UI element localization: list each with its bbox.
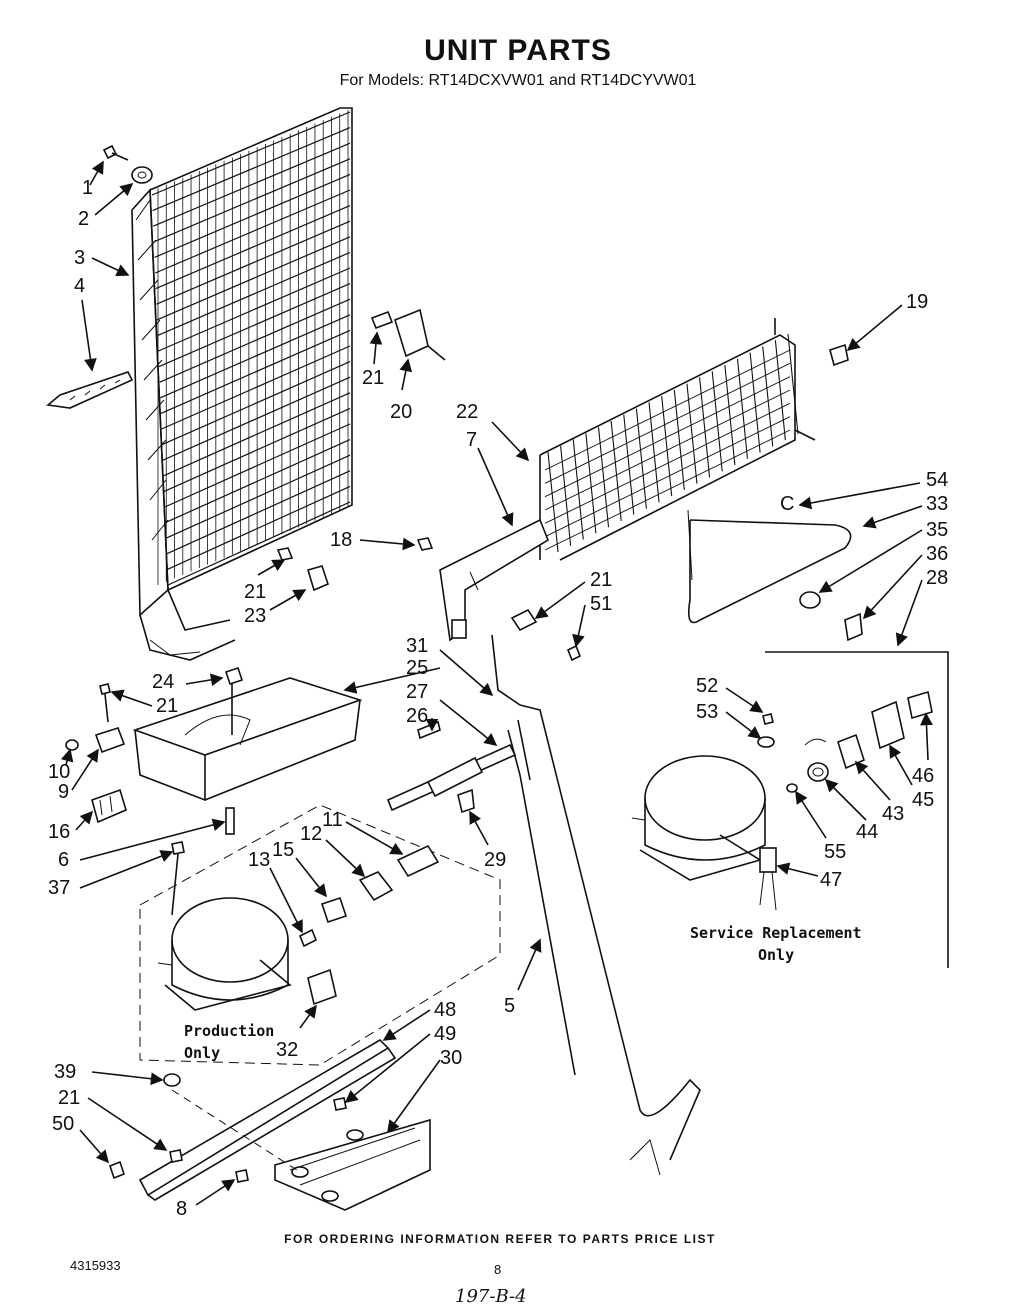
grommet-39 bbox=[163, 1073, 181, 1087]
callout-4: 4 bbox=[74, 275, 85, 297]
callout-27: 27 bbox=[406, 681, 428, 703]
callout-1: 1 bbox=[82, 177, 93, 199]
callout-29: 29 bbox=[484, 849, 506, 871]
svg-text:C: C bbox=[780, 493, 794, 515]
callout-9: 9 bbox=[58, 781, 69, 803]
clip-51 bbox=[510, 608, 582, 662]
callout-24: 24 bbox=[152, 671, 174, 693]
callout-16: 16 bbox=[48, 821, 70, 843]
drain-pan-25 bbox=[132, 666, 363, 802]
callout-21c: 21 bbox=[244, 581, 266, 603]
clip-4 bbox=[46, 371, 134, 409]
callout-6: 6 bbox=[58, 849, 69, 871]
callout-2: 2 bbox=[78, 208, 89, 230]
callout-21e: 21 bbox=[58, 1087, 80, 1109]
callout-20: 20 bbox=[390, 401, 412, 423]
callout-50: 50 bbox=[52, 1113, 74, 1135]
callout-36: 36 bbox=[926, 543, 948, 565]
service-replacement-group bbox=[631, 651, 949, 968]
leader-lines bbox=[60, 160, 933, 1206]
callout-51: 21 bbox=[590, 569, 612, 591]
evaporator-coil bbox=[539, 318, 849, 561]
callout-23: 23 bbox=[244, 605, 266, 627]
evaporator-bracket-7 bbox=[439, 518, 549, 642]
callout-19: 19 bbox=[906, 291, 928, 313]
callout-12: 12 bbox=[300, 823, 322, 845]
callout-55: 55 bbox=[824, 841, 846, 863]
callout-30: 30 bbox=[440, 1047, 462, 1069]
screw-18 bbox=[416, 537, 434, 551]
callout-28: 28 bbox=[926, 567, 948, 589]
callout-26: 26 bbox=[406, 705, 428, 727]
screw-37 bbox=[171, 841, 185, 916]
callout-37: 37 bbox=[48, 877, 70, 899]
clip-23 bbox=[276, 547, 329, 592]
callout-21b: 51 bbox=[590, 593, 612, 615]
callout-7: 7 bbox=[466, 429, 477, 451]
clamp-9-10 bbox=[65, 727, 126, 754]
callout-35: 35 bbox=[926, 519, 948, 541]
production-note-line1: Production bbox=[184, 1022, 274, 1040]
callout-31: 31 bbox=[406, 635, 428, 657]
models-subtitle: For Models: RT14DCXVW01 and RT14DCYVW01 bbox=[339, 72, 697, 89]
screw-21-pan bbox=[99, 683, 111, 723]
callout-8: 8 bbox=[176, 1198, 187, 1220]
callout-47: 47 bbox=[820, 869, 842, 891]
callout-48: 48 bbox=[434, 999, 456, 1021]
diagram-title: UNIT PARTS bbox=[424, 34, 612, 67]
service-note-line2: Only bbox=[758, 946, 794, 964]
bracket-20 bbox=[370, 308, 446, 361]
service-note-line1: Service Replacement bbox=[690, 924, 862, 942]
condenser-coil bbox=[131, 107, 353, 661]
callout-18: 18 bbox=[330, 529, 352, 551]
callout-25: 25 bbox=[406, 657, 428, 679]
callout-21d: 21 bbox=[156, 695, 178, 717]
callout-3: 3 bbox=[74, 247, 85, 269]
handwritten-code: 197-B-4 bbox=[455, 1286, 527, 1307]
callout-21: 21 bbox=[362, 367, 384, 389]
document-number: 4315933 bbox=[70, 1258, 121, 1273]
callout-15: 15 bbox=[272, 839, 294, 861]
callout-32: 32 bbox=[276, 1039, 298, 1061]
callout-10: 10 bbox=[48, 761, 70, 783]
callout-11: 11 bbox=[322, 809, 343, 831]
callout-33: 33 bbox=[926, 493, 948, 515]
callout-52: 52 bbox=[696, 675, 718, 697]
callout-labels: 1 2 3 4 19 21 20 22 7 54 33 35 36 28 18 … bbox=[48, 177, 948, 1220]
production-group bbox=[139, 804, 501, 1066]
callout-53: 53 bbox=[696, 701, 718, 723]
screw-1 bbox=[102, 144, 129, 161]
callout-44: 44 bbox=[856, 821, 878, 843]
dryer-27 bbox=[386, 720, 517, 814]
relay-16 bbox=[91, 788, 127, 824]
ordering-note: FOR ORDERING INFORMATION REFER TO PARTS … bbox=[284, 1232, 716, 1246]
callout-45: 45 bbox=[912, 789, 934, 811]
callout-22: 22 bbox=[456, 401, 478, 423]
callout-39: 39 bbox=[54, 1061, 76, 1083]
production-note-line2: Only bbox=[184, 1044, 220, 1062]
callout-49: 49 bbox=[434, 1023, 456, 1045]
callout-43: 43 bbox=[882, 803, 904, 825]
capillary-tube-31 bbox=[491, 634, 701, 1176]
callout-13: 13 bbox=[248, 849, 270, 871]
callout-54: 54 bbox=[926, 469, 948, 491]
grommet-2 bbox=[131, 166, 153, 184]
tube-6 bbox=[225, 807, 235, 835]
callout-46: 46 bbox=[912, 765, 934, 787]
defrost-heater-33: C bbox=[687, 493, 863, 642]
base-frame-30 bbox=[138, 1038, 431, 1211]
page-number: 8 bbox=[494, 1262, 502, 1277]
callout-5: 5 bbox=[504, 995, 515, 1017]
screws-21-50-8 bbox=[109, 1097, 347, 1183]
